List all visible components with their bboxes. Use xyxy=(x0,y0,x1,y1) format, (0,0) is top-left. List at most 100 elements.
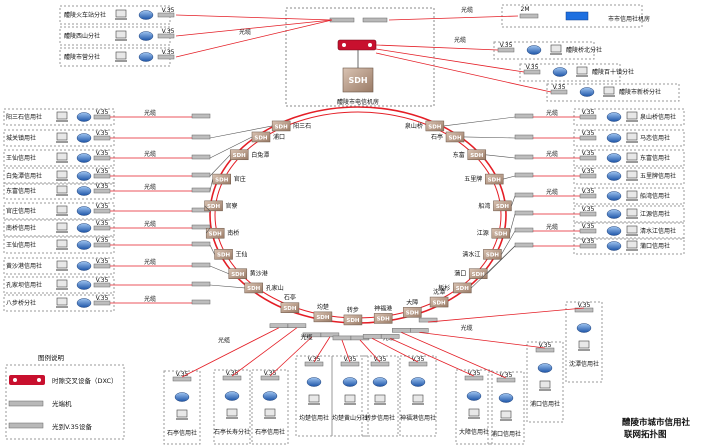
fiber-link xyxy=(428,307,585,323)
branch-frame xyxy=(361,355,399,437)
branch-router-icon xyxy=(579,87,595,97)
dxc-port xyxy=(342,43,346,47)
branch-frame xyxy=(163,370,201,445)
sdh-node-label: SDH xyxy=(433,300,447,306)
branch-computer-icon xyxy=(56,239,68,248)
node-optical-terminal xyxy=(269,323,289,328)
computer-keyboard-icon xyxy=(468,417,480,419)
legend-dxc-port xyxy=(37,378,41,382)
switch-icon xyxy=(565,11,589,21)
branch-frame xyxy=(565,301,603,383)
v35-label: V.35 xyxy=(96,130,109,137)
city-optical-terminal xyxy=(519,13,539,19)
legend-v35-label: 光到V.35设备 xyxy=(52,422,92,431)
branch-frame xyxy=(546,83,680,102)
v35-label: V.35 xyxy=(96,109,109,116)
v35-label: V.35 xyxy=(96,150,109,157)
fiber-link xyxy=(175,19,333,58)
branch-router-icon xyxy=(606,191,622,201)
computer-keyboard-icon xyxy=(115,60,127,62)
right-node-label: 江源 xyxy=(477,229,489,237)
right-branch-label: 船湾信用社 xyxy=(640,192,670,200)
computer-keyboard-icon xyxy=(626,249,638,251)
branch-router-icon xyxy=(306,377,322,387)
right-node-label: 清水江 xyxy=(462,250,480,258)
sdh-node-label: SDH xyxy=(494,232,508,238)
fiber-label: 光缆 xyxy=(144,150,156,158)
v35-label: V.35 xyxy=(96,295,109,302)
node-optical-terminal xyxy=(191,262,211,268)
left-branch-label: 白兔潭信用社 xyxy=(6,172,42,180)
branch-router-icon xyxy=(174,392,190,402)
right-branch-label: 泉山桥信用社 xyxy=(640,113,676,121)
fiber-link xyxy=(175,19,333,37)
v35-label: V.35 xyxy=(96,168,109,175)
v35-label: V.35 xyxy=(308,356,321,363)
branch-router-icon xyxy=(138,10,154,20)
left-branch-label: 东富信用社 xyxy=(6,187,36,195)
fiber-link xyxy=(388,15,519,21)
fiber-link xyxy=(375,48,525,73)
left-node-label: 阳三石 xyxy=(293,122,311,130)
left-branch-label: 八步桥分社 xyxy=(6,299,36,307)
v35-label: V.35 xyxy=(578,302,591,309)
node-optical-terminal xyxy=(514,134,534,140)
branch-frame xyxy=(526,341,564,423)
branch-computer-icon xyxy=(308,394,320,403)
v35-label: V.35 xyxy=(468,370,481,377)
sdh-node-label: SDH xyxy=(209,232,223,238)
branch-router-icon xyxy=(76,280,92,290)
left-node-label: 王仙 xyxy=(236,250,248,258)
branch-router-icon xyxy=(606,112,622,122)
tributary-link xyxy=(209,244,215,255)
branch-router-icon xyxy=(76,223,92,233)
computer-keyboard-icon xyxy=(56,161,68,163)
computer-keyboard-icon xyxy=(578,349,590,351)
v35-label: V.35 xyxy=(176,371,189,378)
bottom-sdh-node xyxy=(280,302,300,313)
branch-router-icon xyxy=(410,377,426,387)
city-room-frame xyxy=(501,4,643,28)
v35-label: V.35 xyxy=(526,64,539,71)
node-optical-terminal xyxy=(410,328,429,333)
legend-heading: 图例说明 xyxy=(38,353,65,362)
generated-elements: 醴陵火车站分社V.35醴陵西山分社V.35醴陵市营分社V.35光缆2M市市信用社… xyxy=(3,4,685,445)
fiber-label: 光缆 xyxy=(546,150,558,158)
sdh-node-label: SDH xyxy=(486,253,500,259)
branch-computer-icon xyxy=(56,132,68,141)
fiber-link xyxy=(313,336,331,363)
computer-keyboard-icon xyxy=(56,141,68,143)
right-node-label: 五里牌 xyxy=(464,175,482,183)
central-sdh xyxy=(342,67,374,93)
branch-router-icon xyxy=(76,240,92,250)
sdh-node-label: SDH xyxy=(316,315,330,321)
fiber-label: 光缆 xyxy=(144,295,156,303)
sdh-node-label: SDH xyxy=(428,124,442,130)
left-node-label: 浦口 xyxy=(273,133,285,141)
node-optical-terminal xyxy=(191,281,211,287)
computer-keyboard-icon xyxy=(115,18,127,20)
branch-router-icon xyxy=(526,45,542,55)
branch-computer-icon xyxy=(626,240,638,249)
branch-router-icon xyxy=(576,323,592,333)
legend-optical-label: 光端机 xyxy=(52,399,72,408)
branch-router-icon xyxy=(76,153,92,163)
sdh-node-label: SDH xyxy=(448,135,462,141)
computer-keyboard-icon xyxy=(626,179,638,181)
v35-label: V.35 xyxy=(344,356,357,363)
legend-v35-icon xyxy=(8,422,44,429)
fiber-link xyxy=(375,44,499,51)
node-optical-terminal xyxy=(514,192,534,198)
branch-computer-icon xyxy=(56,222,68,231)
right-branch-label: 马恋信用社 xyxy=(640,134,670,142)
computer-keyboard-icon xyxy=(56,120,68,122)
central-sdh-label: SDH xyxy=(348,76,367,85)
branch-router-icon xyxy=(606,241,622,251)
tributary-link xyxy=(204,205,211,212)
branch-frame xyxy=(331,355,369,437)
branch-computer-icon xyxy=(56,170,68,179)
computer-keyboard-icon xyxy=(56,194,68,196)
sdh-node-label: SDH xyxy=(470,153,484,159)
right-node-label: 船湾 xyxy=(478,202,490,210)
v35-label: V.35 xyxy=(500,42,513,49)
